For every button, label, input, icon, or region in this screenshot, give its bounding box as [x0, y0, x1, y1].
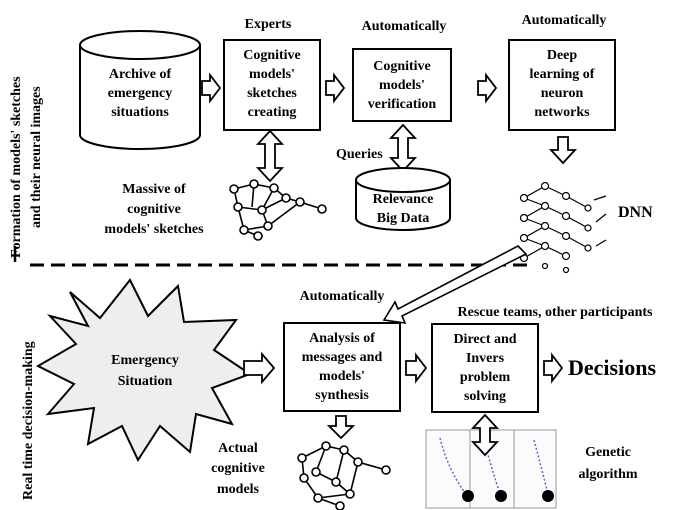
arrow-emergency-to-analysis: [243, 351, 276, 385]
sketches-line-3: sketches: [247, 86, 297, 101]
emergency-line-1: Emergency: [111, 353, 179, 368]
sketches-line-4: creating: [248, 105, 297, 120]
side-label-top-1: Formation of models' sketches: [9, 76, 24, 258]
massive-line-3: models' sketches: [104, 222, 204, 237]
verification-box: [352, 48, 452, 122]
arrow-analysis-to-direct: [405, 352, 428, 384]
analysis-line-4: synthesis: [315, 388, 369, 403]
deep-learning-box: [508, 39, 616, 131]
header-rescue-teams: Rescue teams, other participants: [458, 305, 653, 320]
arrow-queries: [388, 123, 418, 173]
direct-line-1: Direct and: [453, 332, 516, 347]
emergency-starburst: [35, 278, 253, 463]
arrow-dnn-to-analysis: [382, 245, 528, 324]
side-label-bottom: Real time decision-making: [21, 341, 36, 500]
emergency-line-2: Situation: [118, 374, 173, 389]
deep-line-1: Deep: [547, 48, 578, 63]
genetic-line-2: algorithm: [578, 467, 637, 482]
deep-line-3: neuron: [541, 86, 584, 101]
direct-line-4: solving: [464, 389, 506, 404]
header-experts: Experts: [245, 17, 292, 32]
sketch-graph-icon: [229, 179, 327, 241]
archive-line-2: emergency: [108, 86, 173, 101]
archive-line-1: Archive of: [109, 67, 172, 82]
arrow-direct-genetic: [470, 413, 500, 457]
sketches-box: [223, 39, 321, 131]
arrow-analysis-down: [326, 415, 356, 440]
verification-line-3: verification: [368, 97, 437, 112]
relevance-cylinder: [355, 167, 451, 231]
deep-line-2: learning of: [530, 67, 595, 82]
archive-cylinder: [79, 30, 201, 150]
archive-line-3: situations: [111, 105, 169, 120]
relevance-line-2: Big Data: [377, 211, 430, 226]
arrow-verification-to-deep: [477, 72, 498, 104]
analysis-box: [283, 322, 401, 412]
direct-box: [431, 323, 539, 413]
arrow-sketches-massive: [255, 129, 285, 183]
genetic-line-1: Genetic: [585, 445, 631, 460]
header-automatically-2: Automatically: [522, 13, 607, 28]
actual-graph-icon: [297, 441, 391, 510]
dnn-label: DNN: [618, 204, 653, 221]
verification-line-1: Cognitive: [373, 59, 431, 74]
actual-line-1: Actual: [218, 441, 258, 456]
header-automatically-3: Automatically: [300, 289, 385, 304]
side-label-top-2: and their neural images: [29, 86, 44, 228]
verification-line-2: models': [379, 78, 425, 93]
analysis-line-1: Analysis of: [309, 331, 375, 346]
analysis-line-3: models': [319, 369, 365, 384]
direct-line-3: problem: [460, 370, 511, 385]
arrow-sketches-to-verification: [325, 72, 346, 104]
sketches-line-1: Cognitive: [243, 48, 301, 63]
decisions-label: Decisions: [568, 355, 656, 380]
deep-line-4: networks: [534, 105, 590, 120]
analysis-line-2: messages and: [302, 350, 383, 365]
arrow-to-decisions: [543, 352, 564, 384]
arrow-archive-to-sketches: [201, 72, 222, 104]
direct-line-2: Invers: [466, 351, 505, 366]
massive-line-1: Massive of: [122, 182, 186, 197]
dnn-network-icon: [519, 181, 607, 274]
relevance-line-1: Relevance: [373, 192, 434, 207]
massive-line-2: cognitive: [127, 202, 181, 217]
queries-label: Queries: [336, 147, 383, 162]
arrow-deep-down: [548, 136, 578, 165]
actual-line-3: models: [217, 482, 260, 497]
sketches-line-2: models': [249, 67, 295, 82]
header-automatically-1: Automatically: [362, 19, 447, 34]
actual-line-2: cognitive: [211, 461, 265, 476]
